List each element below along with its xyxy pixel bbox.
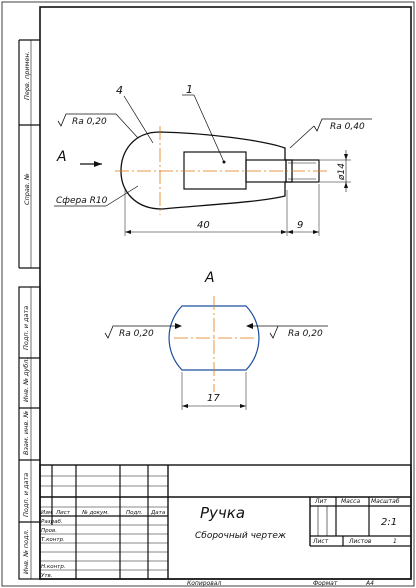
dim-length: 40 xyxy=(197,220,210,231)
side-stamp: Перв. примен. Справ. № Подп. и дата Инв.… xyxy=(18,39,41,580)
side-label-sprav-no: Справ. № xyxy=(23,173,31,205)
hdr-massa: Масса xyxy=(341,498,360,505)
roughness-view-left-label: Ra 0,20 xyxy=(119,329,154,339)
col-doc: № докум. xyxy=(81,510,109,516)
row-prov: Пров. xyxy=(41,528,57,534)
row-nkontr: Н.контр. xyxy=(41,564,66,570)
col-date: Дата xyxy=(150,510,166,516)
roughness-top-right-label: Ra 0,40 xyxy=(330,122,365,132)
side-label-inv-podl: Инв. № подл. xyxy=(22,529,30,574)
side-label-podp-date-bottom: Подп. и дата xyxy=(22,473,30,517)
hdr-masshtab: Масштаб xyxy=(371,498,400,505)
footer-copied: Копировал xyxy=(187,580,221,587)
side-label-perv-primen: Перв. примен. xyxy=(23,51,31,100)
title-block: Изм Лист № докум. Подп. Дата Разраб. Про… xyxy=(39,464,412,580)
sheet-label: Лист xyxy=(312,538,329,545)
callout-part-1: 1 xyxy=(186,83,193,96)
callout-part-4: 4 xyxy=(116,84,123,97)
side-label-inv-dubl: Инв. № дубл. xyxy=(22,358,30,402)
dim-diameter: ø14 xyxy=(337,163,347,181)
row-utv: Утв. xyxy=(41,573,53,579)
roughness-symbol-top-left: Ra 0,20 xyxy=(57,113,139,139)
scale-value: 2:1 xyxy=(381,517,397,528)
sheets-label: Листов xyxy=(348,538,372,545)
drawing-title: Ручка xyxy=(200,504,245,522)
col-podp: Подп. xyxy=(126,510,143,516)
side-label-vzam-inv: Взам. инв. № xyxy=(22,411,30,455)
view-label-main: А xyxy=(56,149,67,165)
col-izm: Изм xyxy=(41,510,52,516)
footer-format-label: Формат xyxy=(313,580,338,587)
roughness-top-left-label: Ra 0,20 xyxy=(72,117,107,127)
insert-cavity xyxy=(183,151,247,190)
view-label-section: А xyxy=(204,270,215,286)
roughness-view-right-label: Ra 0,20 xyxy=(288,329,323,339)
roughness-symbol-top-right: Ra 0,40 xyxy=(289,118,372,149)
row-razrab: Разраб. xyxy=(41,519,63,525)
main-view: 4 1 Ra 0,20 Ra 0,40 А Сфера R10 ø14 xyxy=(54,83,372,236)
inner-frame xyxy=(39,6,412,580)
row-tkontr: Т.контр. xyxy=(41,537,65,543)
sphere-note: Сфера R10 xyxy=(56,196,108,206)
sheets-value: 1 xyxy=(393,538,397,545)
dim-flat-width: 17 xyxy=(207,393,220,404)
view-a: А Ra 0,20 Ra 0,20 17 xyxy=(104,270,328,410)
dim-thread-length: 9 xyxy=(297,220,303,231)
col-list: Лист xyxy=(55,510,71,516)
footer-format-value: А4 xyxy=(365,580,374,587)
side-label-podp-date-top: Подп. и дата xyxy=(22,306,30,350)
drawing-subtitle: Сборочный чертеж xyxy=(195,531,287,541)
handle-body-section xyxy=(120,131,293,210)
hdr-lit: Лит xyxy=(314,498,327,505)
